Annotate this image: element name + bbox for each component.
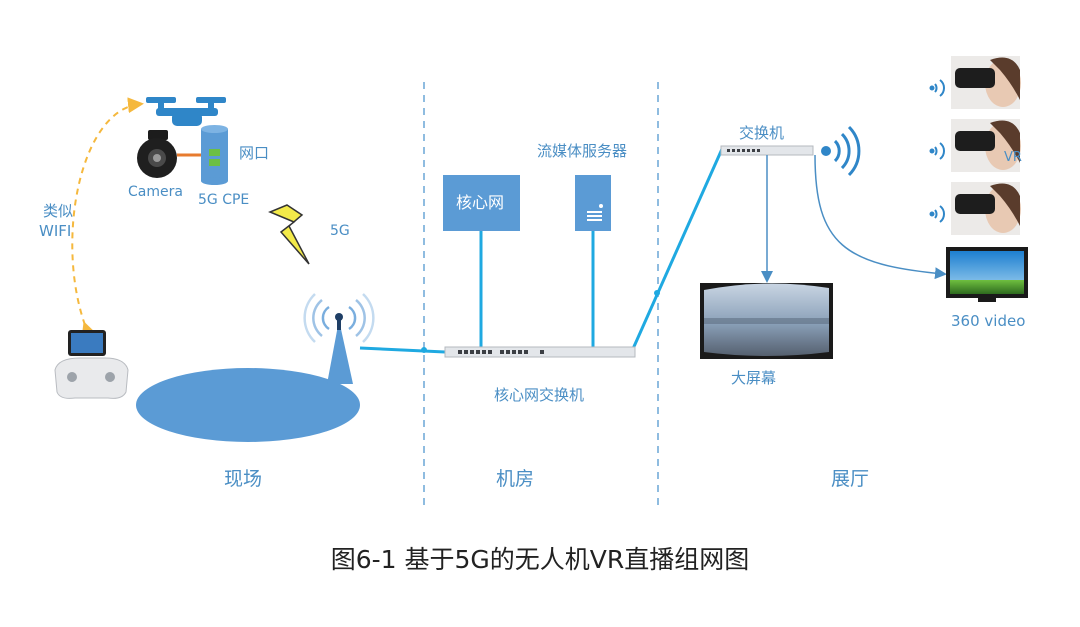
wifi-link-arrow — [71, 97, 144, 339]
link-core-exhibition — [630, 148, 724, 352]
vr-headset-3-icon — [929, 182, 1021, 235]
camera-icon — [137, 130, 177, 178]
tv-360-video-icon — [946, 247, 1028, 302]
field-area-ellipse — [136, 368, 360, 442]
label-wifi-line2: WIFI — [39, 222, 72, 240]
vr-headset-2-icon — [929, 119, 1021, 172]
label-big-screen: 大屏幕 — [731, 369, 777, 387]
big-screen-icon — [700, 283, 833, 359]
label-media-server: 流媒体服务器 — [537, 142, 628, 160]
link-basestation-core — [359, 346, 446, 354]
label-camera: Camera — [128, 184, 183, 200]
label-core-switch: 核心网交换机 — [494, 386, 585, 404]
label-5g: 5G — [330, 223, 350, 239]
zone-label-exhibition: 展厅 — [831, 468, 870, 490]
zone-label-field: 现场 — [224, 468, 263, 490]
figure-caption: 图6-1 基于5G的无人机VR直播组网图 — [330, 545, 750, 574]
wifi-signal-icon — [821, 125, 861, 177]
label-wifi-line1: 类似 — [43, 202, 74, 220]
label-360-video: 360 video — [951, 312, 1026, 330]
label-cpe: 5G CPE — [198, 192, 250, 208]
link-switch-360video — [814, 154, 947, 280]
base-station-icon — [303, 293, 375, 384]
label-vr: VR — [1004, 150, 1022, 165]
lightning-icon — [268, 204, 310, 265]
media-server-icon — [575, 175, 611, 231]
remote-controller-icon — [54, 330, 129, 399]
exhibition-switch-icon — [720, 145, 814, 156]
label-port: 网口 — [239, 144, 270, 162]
label-core-network: 核心网 — [456, 193, 505, 212]
drone-icon — [146, 97, 226, 126]
vr-headset-1-icon — [929, 56, 1021, 109]
zone-label-machine-room: 机房 — [496, 468, 535, 490]
label-switch: 交换机 — [739, 124, 785, 142]
cpe-icon — [201, 125, 228, 185]
core-switch-icon — [444, 346, 636, 358]
core-network-box — [443, 175, 520, 231]
